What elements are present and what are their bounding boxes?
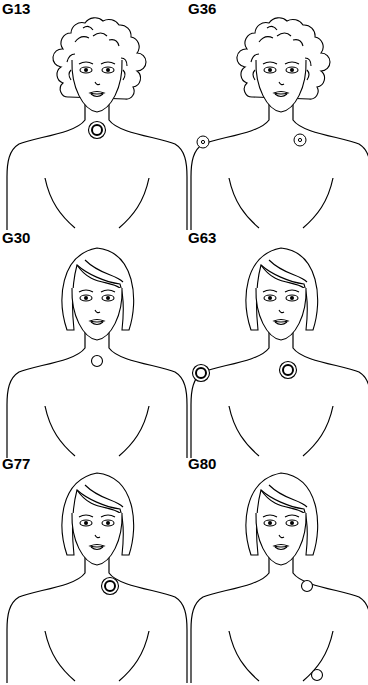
- electrode-pad: [302, 581, 313, 592]
- panel-label: G63: [188, 230, 216, 246]
- panel-label: G77: [2, 456, 30, 472]
- electrode-pad: [197, 136, 209, 148]
- electrode-pad: [312, 670, 323, 681]
- figure-g13: [7, 18, 187, 230]
- electrode-pad: [92, 356, 103, 367]
- panel-label: G80: [188, 456, 216, 472]
- electrode-pad: [294, 134, 306, 146]
- panel-label: G13: [2, 1, 30, 17]
- figure-g36: [191, 18, 368, 230]
- figure-g63: [191, 248, 368, 458]
- panel-label: G30: [2, 230, 30, 246]
- panel-label: G36: [188, 1, 216, 17]
- electrode-pad: [193, 365, 210, 382]
- electrode-pad: [280, 362, 297, 379]
- figure-g30: [7, 248, 187, 458]
- figure-g80: [191, 473, 368, 683]
- electrode-pad: [102, 578, 119, 595]
- figure-g77: [7, 473, 187, 683]
- electrode-pad: [89, 122, 106, 139]
